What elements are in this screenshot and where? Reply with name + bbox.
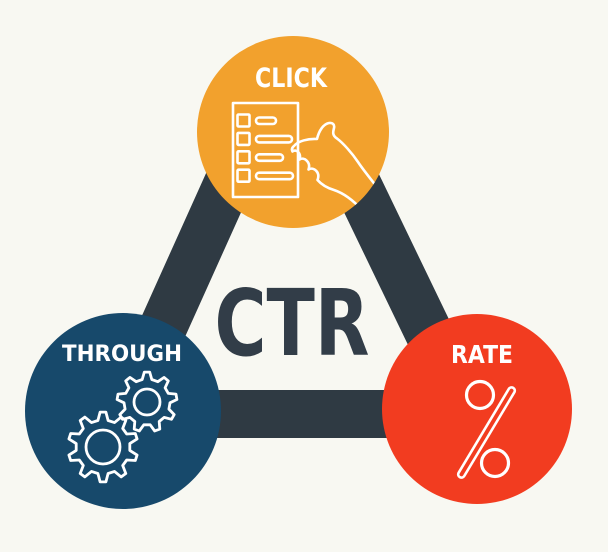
gears-icon bbox=[67, 370, 179, 484]
checkbox bbox=[236, 150, 251, 165]
click-circle bbox=[197, 36, 389, 228]
gear-large-hole bbox=[84, 428, 122, 466]
list-line bbox=[254, 153, 285, 163]
click-label: CLICK bbox=[255, 63, 328, 94]
acronym-text: CTR bbox=[215, 270, 370, 377]
through-node: THROUGH bbox=[25, 313, 221, 509]
list-line bbox=[254, 116, 278, 126]
click-node: CLICK bbox=[197, 36, 389, 228]
percent-top-circle bbox=[464, 379, 496, 411]
rate-label: RATE bbox=[451, 340, 513, 369]
gear-large bbox=[67, 410, 139, 484]
percent-icon bbox=[456, 379, 517, 479]
checkbox bbox=[236, 113, 251, 128]
percent-bottom-circle bbox=[479, 447, 511, 479]
rate-node: RATE bbox=[382, 314, 572, 504]
checkbox bbox=[236, 168, 251, 183]
through-label: THROUGH bbox=[62, 342, 182, 367]
document-outline bbox=[231, 101, 300, 199]
list-line bbox=[254, 171, 295, 181]
checkbox bbox=[236, 131, 251, 147]
gear-small bbox=[115, 370, 179, 433]
gear-small-hole bbox=[132, 387, 162, 417]
list-line bbox=[254, 134, 294, 144]
percent-slash bbox=[456, 386, 517, 479]
